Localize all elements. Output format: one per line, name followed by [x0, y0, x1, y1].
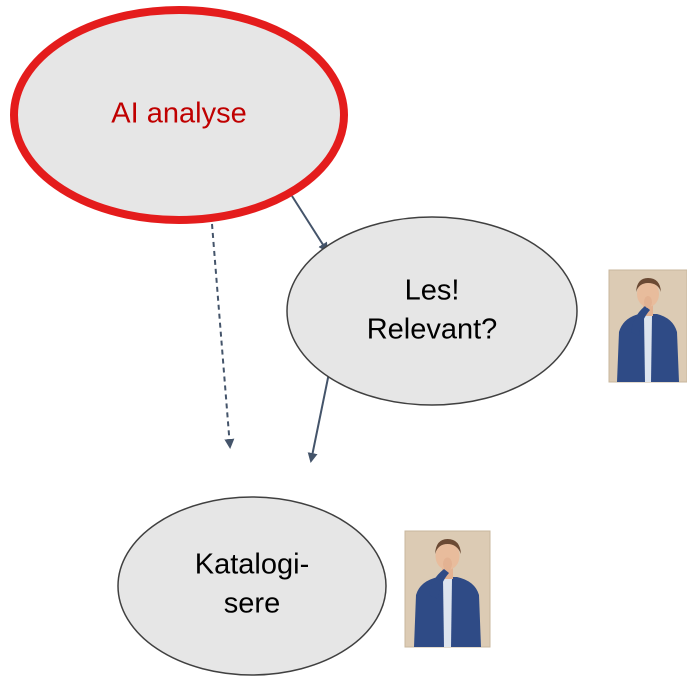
person-shush-icon [608, 269, 687, 383]
node-les-relevant-line2: Relevant? [367, 314, 498, 346]
node-katalogisere-line1: Katalogi- [195, 549, 309, 581]
edge-ai-to-katalogisere-dashed [211, 223, 235, 449]
person-shush-icon [404, 530, 491, 648]
node-ai-analyse: AI analyse [10, 6, 348, 224]
edge-ai-to-les [291, 195, 329, 253]
node-katalogisere-line2: sere [224, 588, 280, 620]
node-katalogisere: Katalogi- sere [117, 496, 387, 676]
edge-les-to-katalogisere [307, 372, 330, 463]
node-katalogisere-shape [117, 496, 387, 676]
node-les-relevant: Les! Relevant? [286, 216, 578, 406]
node-ai-analyse-label: AI analyse [111, 98, 246, 130]
node-ai-analyse-shape [10, 6, 348, 224]
node-les-relevant-line1: Les! [405, 275, 460, 307]
node-les-relevant-shape [286, 216, 578, 406]
